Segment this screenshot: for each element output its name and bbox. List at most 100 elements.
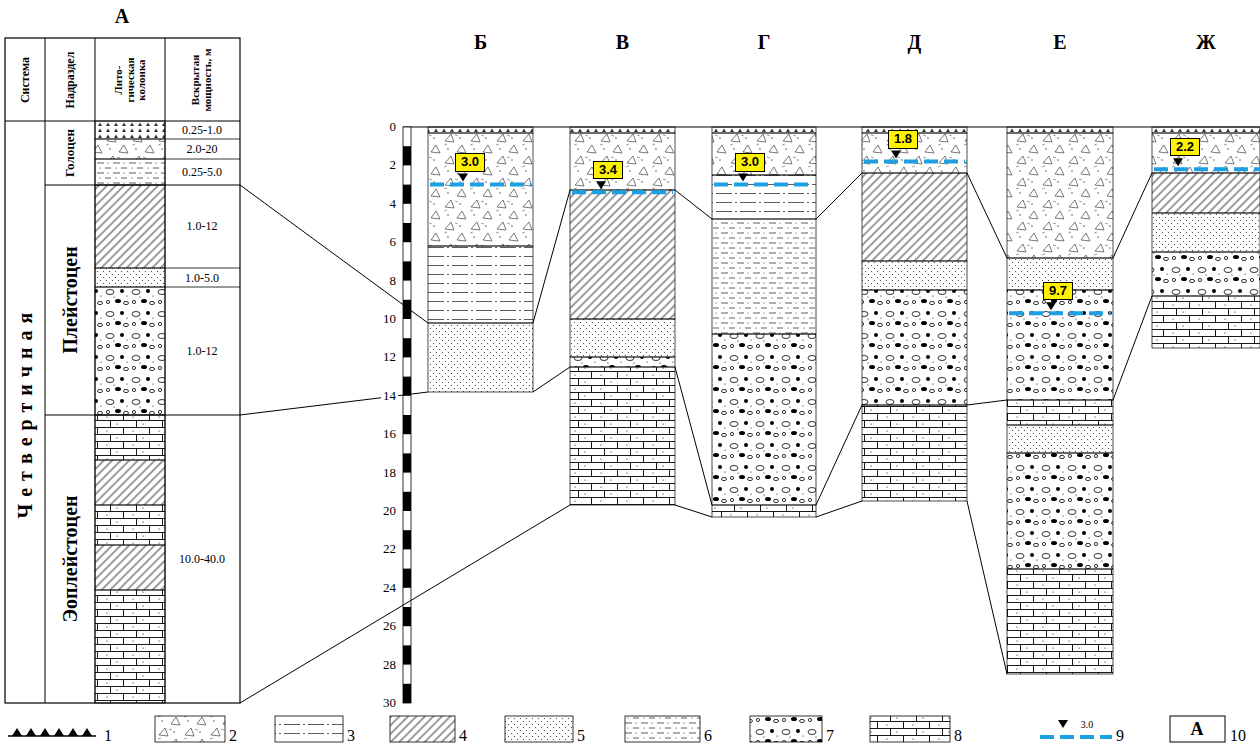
water-level-value: 3.0 <box>461 155 479 169</box>
depth-tick: 0 <box>388 120 399 134</box>
layer-fill <box>862 290 967 405</box>
litho-layer <box>95 590 165 703</box>
layer-fill <box>1152 213 1260 252</box>
scale-segment <box>403 377 411 396</box>
water-marker <box>458 174 468 182</box>
column-index: Д <box>908 32 922 53</box>
water-levels <box>430 151 1260 314</box>
depth-tick: 10 <box>381 312 398 326</box>
legend-sample <box>505 716 573 742</box>
depth-tick: 26 <box>381 619 398 633</box>
layer-fill <box>1007 569 1113 674</box>
water-level-line <box>714 183 814 187</box>
litho-layer <box>95 139 165 159</box>
litho-layer <box>95 415 165 460</box>
layer-fill <box>712 175 816 219</box>
layer-fill <box>1152 252 1260 296</box>
layer-fill <box>712 334 816 505</box>
depth-tick: 14 <box>381 389 398 403</box>
layer-fill <box>570 190 675 319</box>
legend-sample <box>750 716 822 742</box>
water-level-box: 2.2 <box>1170 138 1200 156</box>
table-rule <box>165 159 240 160</box>
column-index: Ж <box>1196 32 1216 53</box>
layer-fill <box>862 261 967 290</box>
legend-sample <box>390 716 455 742</box>
water-level-box: 3.0 <box>455 153 485 171</box>
layer-fill <box>428 246 533 323</box>
layer-fill <box>1007 425 1113 453</box>
layer-fill <box>570 127 675 133</box>
water-level-box: 9.7 <box>1043 282 1073 300</box>
legend-sample <box>625 716 700 742</box>
borehole-columns <box>428 127 1260 674</box>
thickness-value: 0.25-1.0 <box>182 124 222 137</box>
layer-fill <box>570 133 675 190</box>
legend-sample-value: 3.0 <box>1081 720 1094 731</box>
water-level-line <box>1009 311 1111 315</box>
scale-segment <box>403 607 411 626</box>
column-index: А <box>115 6 129 27</box>
legend-sample <box>1058 720 1068 728</box>
litho-layer <box>95 185 165 268</box>
table-rule <box>165 139 240 140</box>
water-level-value: 3.0 <box>741 155 759 169</box>
layer-fill <box>570 367 675 505</box>
table-header: Вскрытая мощность, м <box>190 43 213 117</box>
column-index: Б <box>474 32 487 53</box>
layer-fill <box>1007 453 1113 569</box>
litho-layer <box>95 268 165 287</box>
layer-fill <box>712 133 816 175</box>
scale-bar <box>403 127 411 703</box>
table-rule <box>95 38 96 703</box>
table-rule <box>45 38 46 703</box>
litho-layer <box>95 121 165 139</box>
depth-tick: 2 <box>388 159 399 173</box>
water-marker <box>738 174 748 182</box>
eopleistocene-base-line <box>240 501 1007 703</box>
scale-segment <box>403 146 411 165</box>
legend-sample <box>1040 735 1112 739</box>
system-name: Четвертичная <box>15 306 36 519</box>
legend-number: 5 <box>577 728 585 745</box>
table-header: Лито- гическая колонка <box>113 43 148 117</box>
water-level-line <box>572 190 673 194</box>
legend-number: 10 <box>1230 728 1246 745</box>
thickness-value: 1.0-5.0 <box>185 271 219 284</box>
depth-tick: 4 <box>388 197 399 211</box>
layer-fill <box>1152 133 1260 173</box>
water-level-box: 1.8 <box>888 130 918 148</box>
table-header: Система <box>19 57 32 103</box>
scale-segment <box>403 492 411 511</box>
layer-fill <box>428 323 533 392</box>
depth-tick: 28 <box>381 658 398 672</box>
water-level-box: 3.4 <box>593 161 623 179</box>
scale-segment <box>403 261 411 280</box>
scale-segment <box>403 453 411 472</box>
column-index: Е <box>1053 32 1066 53</box>
legend-number: 8 <box>954 728 962 745</box>
layer-fill <box>1152 173 1260 213</box>
litho-layer <box>95 505 165 545</box>
litho-layer <box>95 545 165 590</box>
table-rule <box>165 38 166 703</box>
legend-number: 2 <box>229 728 237 745</box>
depth-tick: 18 <box>381 466 398 480</box>
layer-fill <box>1007 133 1113 258</box>
depth-scale <box>403 127 1260 703</box>
series-name: Плейстоцен <box>60 246 81 354</box>
water-marker <box>1173 158 1183 166</box>
litho-layer <box>95 159 165 185</box>
water-level-value: 1.8 <box>894 132 912 146</box>
depth-tick: 16 <box>381 427 398 441</box>
layer-fill <box>428 127 533 133</box>
table-header: Надраздел <box>64 52 77 109</box>
column-index: Г <box>758 32 771 53</box>
water-level-line <box>430 183 531 187</box>
layer-fill <box>1152 127 1260 133</box>
legend-sample <box>870 716 950 742</box>
water-level-value: 9.7 <box>1049 284 1067 298</box>
legend-sample <box>1170 716 1225 742</box>
layer-fill <box>712 219 816 334</box>
